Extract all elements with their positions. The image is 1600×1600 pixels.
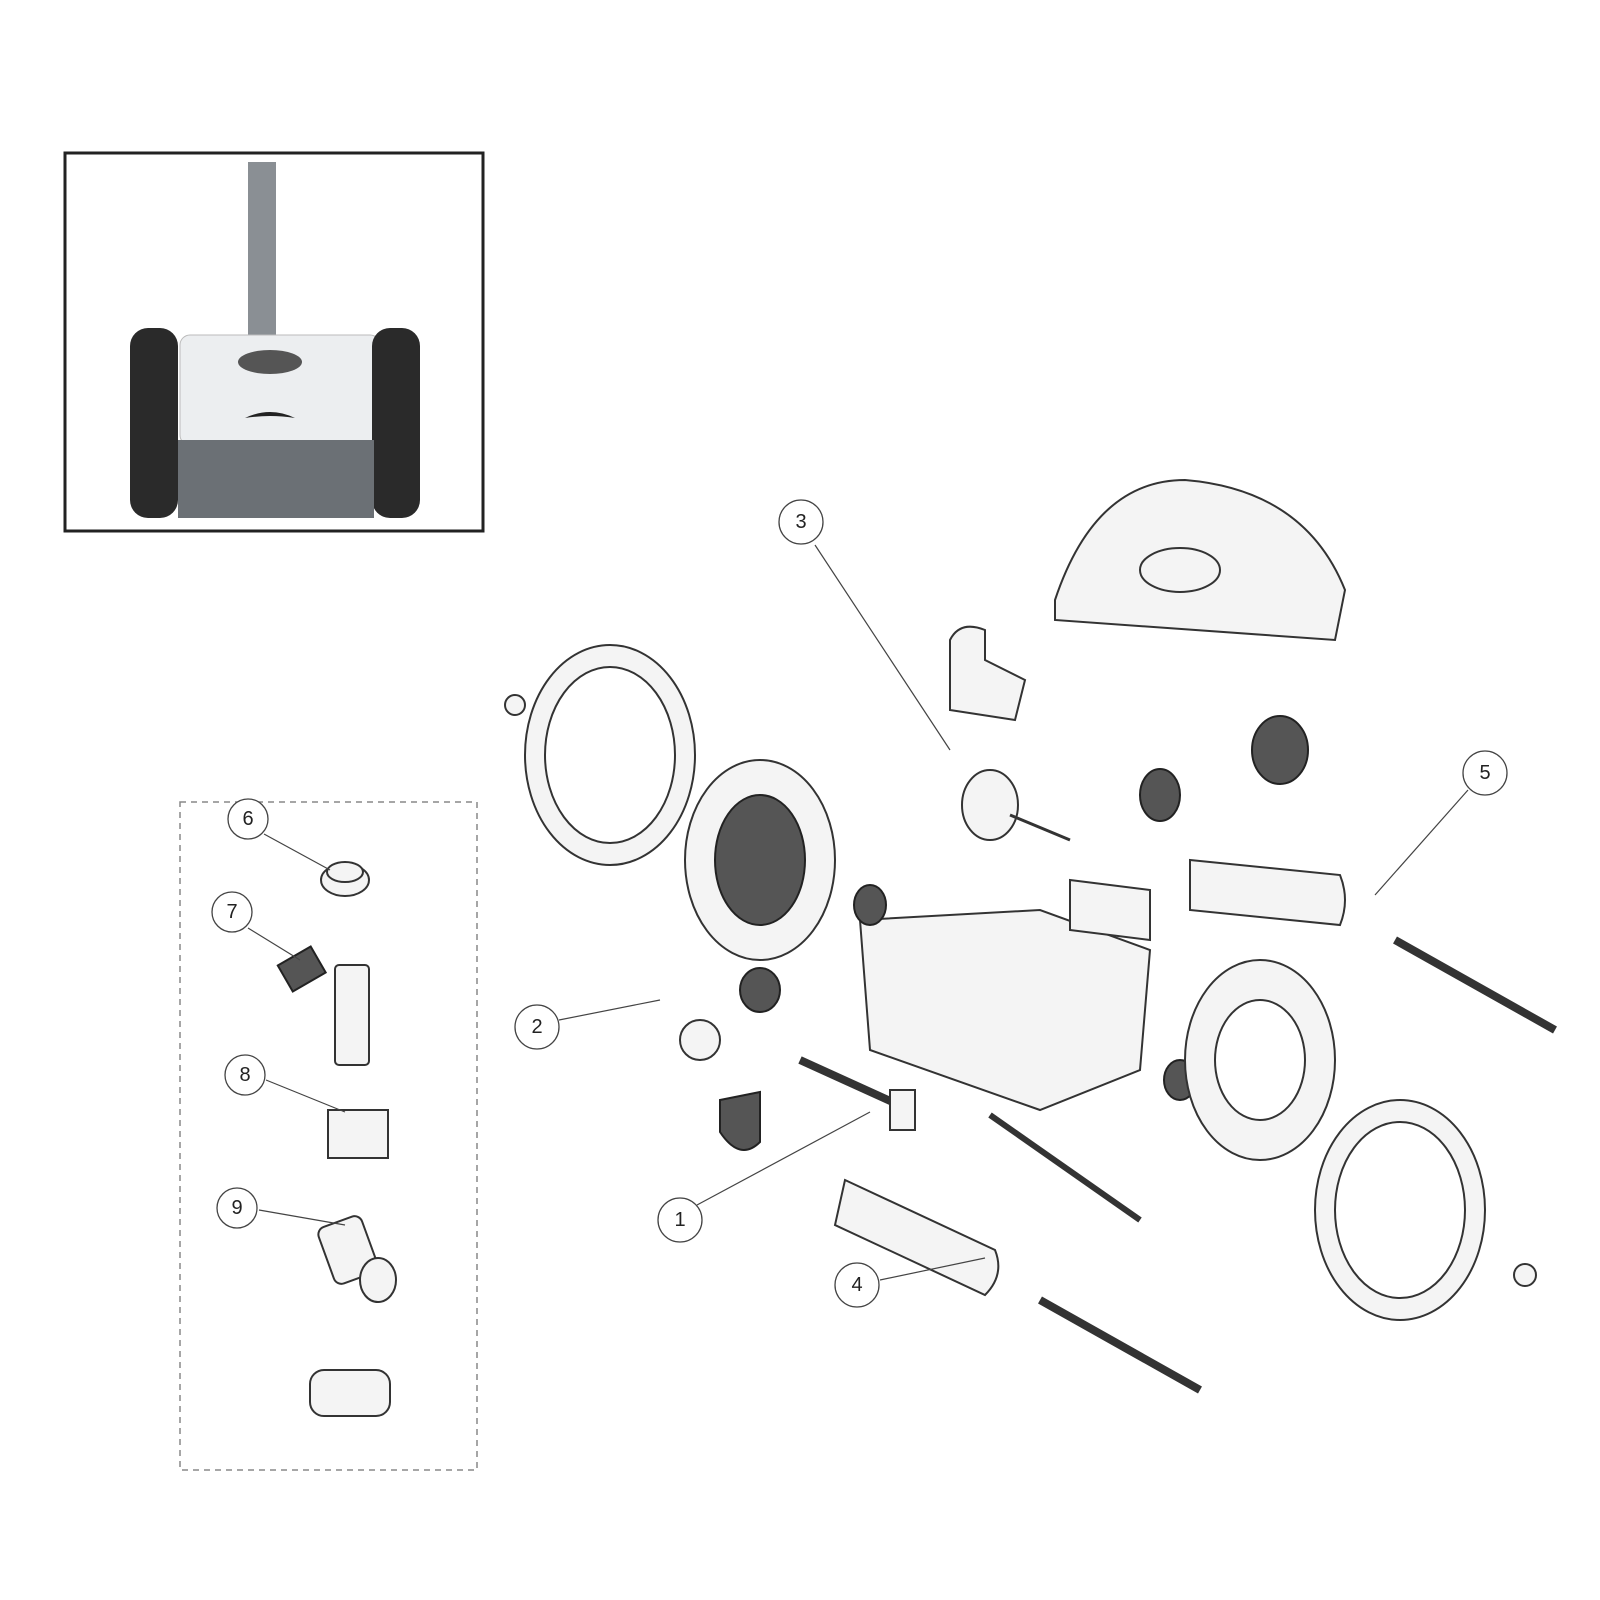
svg-text:2: 2 (531, 1016, 542, 1038)
callout-1: 1 (657, 1197, 703, 1243)
svg-text:5: 5 (1479, 762, 1490, 784)
brand-logo (245, 412, 295, 418)
callout-8: 8 (224, 1054, 266, 1096)
left-wheel (130, 328, 178, 518)
leader-lines (247, 544, 1469, 1281)
svg-text:4: 4 (851, 1274, 862, 1296)
svg-text:3: 3 (795, 511, 806, 533)
callout-2: 2 (514, 1004, 560, 1050)
svg-text:9: 9 (231, 1197, 242, 1219)
callout-6: 6 (227, 798, 269, 840)
svg-text:6: 6 (242, 808, 253, 830)
svg-text:1: 1 (674, 1209, 685, 1231)
svg-text:7: 7 (226, 901, 237, 923)
chassis (858, 908, 1152, 1112)
svg-text:8: 8 (239, 1064, 250, 1086)
callout-9: 9 (216, 1187, 258, 1229)
product-photo-inset (63, 151, 485, 533)
swivel-inlet (949, 625, 1027, 722)
main-parts (504, 478, 1557, 1394)
turbine (961, 769, 1019, 841)
callout-3: 3 (778, 499, 824, 545)
callout-4: 4 (834, 1262, 880, 1308)
accessories-box (179, 801, 478, 1471)
front-roller (833, 1178, 1000, 1297)
callout-5: 5 (1462, 750, 1508, 796)
accessory-parts (276, 861, 397, 1417)
rear-roller (1189, 858, 1346, 927)
right-wheel (372, 328, 420, 518)
callout-7: 7 (211, 891, 253, 933)
